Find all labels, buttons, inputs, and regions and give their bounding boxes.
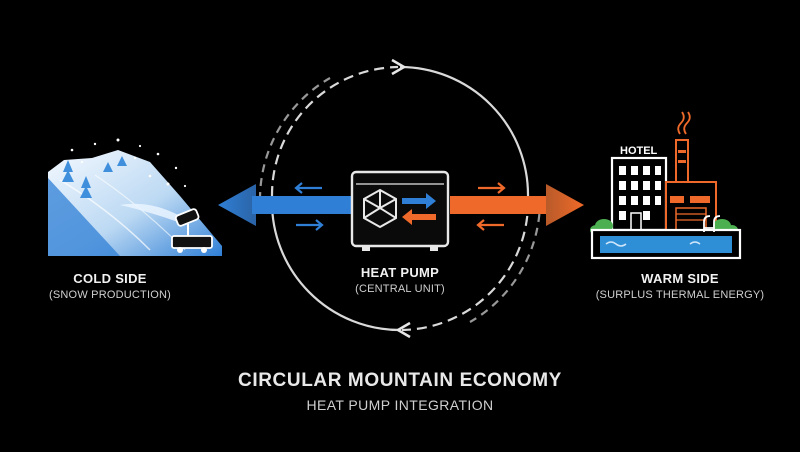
fan-icon	[363, 188, 397, 229]
cycle-arc-top-solid	[399, 65, 530, 197]
diagram-subtitle: HEAT PUMP INTEGRATION	[306, 397, 494, 413]
cycle-arrowhead-bottom	[396, 321, 411, 339]
cycle-arc-bottom-inner-dashed	[469, 199, 542, 323]
snowflakes	[70, 138, 187, 188]
warm-side-subtitle: (SURPLUS THERMAL ENERGY)	[595, 289, 765, 301]
pump-arrow-in-icon	[402, 209, 436, 225]
warm-flow-shaft	[450, 196, 550, 214]
diagram-title: CIRCULAR MOUNTAIN ECONOMY	[238, 370, 562, 391]
cold-small-arrows	[294, 182, 324, 231]
snow-slope-icon	[48, 138, 222, 256]
cycle-loop	[258, 65, 542, 332]
heat-pump-subtitle: (CENTRAL UNIT)	[355, 283, 445, 295]
hotel-building-icon	[610, 156, 668, 232]
pump-arrow-out-icon	[402, 193, 436, 209]
cycle-arc-top-dashed	[270, 65, 399, 197]
snow-cannon-icon	[171, 208, 213, 253]
small-arrow-right-orange	[478, 182, 506, 194]
pool-ladder-icon	[703, 215, 721, 232]
hotel-sign: HOTEL	[620, 145, 658, 157]
warm-small-arrows	[476, 182, 506, 231]
warm-flow-arrow	[546, 184, 584, 226]
cycle-arc-top-inner-dashed	[258, 77, 331, 201]
heat-pump-title: HEAT PUMP	[360, 265, 440, 280]
cold-side-title: COLD SIDE	[73, 271, 147, 286]
heat-pump-unit-icon	[350, 170, 450, 251]
factory-icon	[665, 111, 717, 231]
small-arrow-left-orange	[476, 219, 504, 231]
warm-side-scene: HOTEL	[590, 111, 742, 260]
cycle-arrowhead-top	[391, 58, 406, 76]
warm-side-title: WARM SIDE	[641, 271, 719, 286]
cycle-arc-bottom-solid	[270, 199, 401, 332]
swimming-pool-icon	[590, 215, 742, 260]
small-arrow-left-blue	[294, 182, 322, 194]
cold-flow-shaft	[252, 196, 352, 214]
cycle-arc-bottom-dashed	[401, 199, 530, 332]
cold-flow-arrow	[218, 184, 262, 226]
cold-side-subtitle: (SNOW PRODUCTION)	[49, 289, 171, 301]
small-arrow-right-blue	[296, 219, 324, 231]
pine-trees-icon	[62, 156, 127, 198]
